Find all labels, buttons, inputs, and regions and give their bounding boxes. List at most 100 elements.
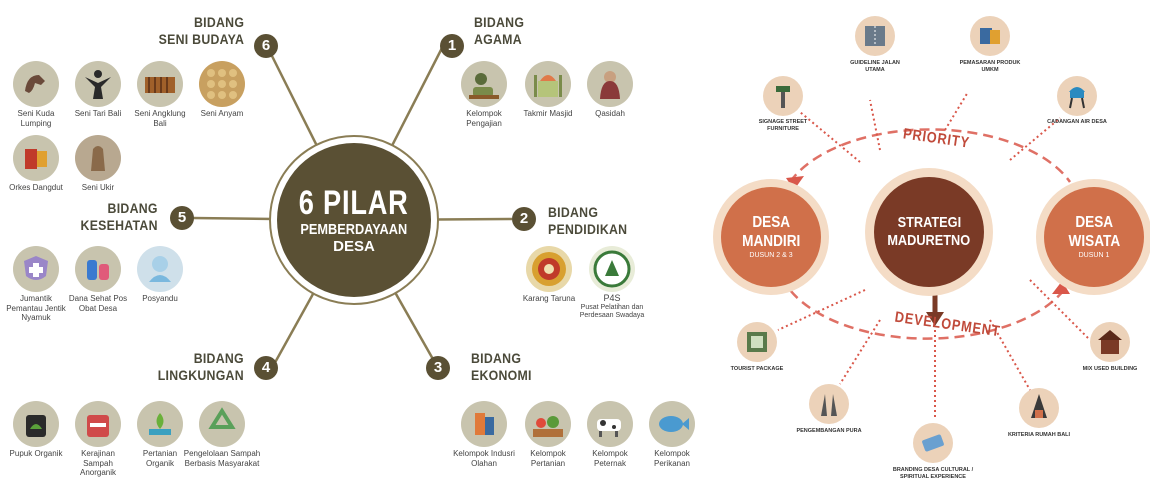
organic-farm-icon xyxy=(137,401,183,447)
item-posyandu: Posyandu xyxy=(142,294,178,303)
shield-icon xyxy=(13,246,59,292)
item-p4s: P4S xyxy=(603,293,621,303)
node-mix-used: MIX USED BUILDING xyxy=(1082,366,1138,372)
mandiri-sub: DUSUN 2 & 3 xyxy=(749,252,793,259)
water-tower-icon xyxy=(1057,76,1097,116)
item-orkes-dangdut: Orkes Dangdut xyxy=(9,183,63,192)
strategy-subtitle: MADURETNO xyxy=(887,232,971,249)
pillars-hub: 6 PILAR PEMBERDAYAAN DESA xyxy=(277,143,431,297)
node-cadangan-air: CADANGAN AIR DESA xyxy=(1047,119,1107,125)
hub-subtitle: PEMBERDAYAAN xyxy=(300,221,408,238)
item-p4s-desc: Pusat Pelatihan dan Perdesaan Swadaya xyxy=(579,304,645,319)
shop-icon xyxy=(970,16,1010,56)
item-kelompok-pengajian: Kelompok Pengajian xyxy=(466,109,502,128)
priority-arrowhead xyxy=(786,176,804,190)
node-pengembangan-pura: PENGEMBANGAN PURA xyxy=(796,428,862,434)
priority-arc xyxy=(788,128,1072,183)
node-guideline-jalan: GUIDELINE JALAN UTAMA xyxy=(850,60,900,73)
anyam-icon xyxy=(199,61,245,107)
node-kriteria-rumah: KRITERIA RUMAH BALI xyxy=(1007,432,1071,438)
cow-icon xyxy=(587,401,633,447)
dancer-icon xyxy=(75,61,121,107)
item-pupuk-organik: Pupuk Organik xyxy=(9,449,63,458)
item-seni-angklung: Seni Angklung Bali xyxy=(134,109,186,128)
item-kelompok-perikanan: Kelompok Perikanan xyxy=(653,449,691,468)
item-pengelolaan-sampah: Pengelolaan Sampah Berbasis Masyarakat xyxy=(183,449,261,468)
item-seni-tari-bali: Seni Tari Bali xyxy=(74,109,122,118)
wisata-disc xyxy=(1044,187,1144,287)
fish-icon xyxy=(649,401,695,447)
pura-icon xyxy=(809,384,849,424)
bali-house-icon xyxy=(1019,388,1059,428)
hub-subtitle-2: DESA xyxy=(333,238,375,255)
baby-icon xyxy=(137,246,183,292)
wisata-title-1: DESA xyxy=(1075,214,1113,231)
strategy-center: STRATEGI MADURETNO xyxy=(874,177,984,287)
medicine-icon xyxy=(75,246,121,292)
desa-mandiri-hub: DESA MANDIRI DUSUN 2 & 3 xyxy=(721,187,821,287)
pillar-5-number: 5 xyxy=(170,206,194,230)
building-icon xyxy=(1090,322,1130,362)
node-branding-desa: BRANDING DESA CULTURAL / SPIRITUAL EXPER… xyxy=(892,467,974,480)
desa-wisata-hub: DESA WISATA DUSUN 1 xyxy=(1044,187,1144,287)
carving-icon xyxy=(75,135,121,181)
development-arc xyxy=(789,289,1065,340)
pengajian-icon xyxy=(461,61,507,107)
karang-taruna-icon xyxy=(526,246,572,292)
recycle-icon xyxy=(199,401,245,447)
item-jumantik: Jumantik Pemantau Jentik Nyamuk xyxy=(6,294,66,322)
item-seni-ukir: Seni Ukir xyxy=(81,183,115,192)
mosque-icon xyxy=(525,61,571,107)
item-takmir-masjid: Takmir Masjid xyxy=(523,109,573,118)
item-kelompok-peternak: Kelompok Peternak xyxy=(592,449,628,468)
item-pertanian-organik: Pertanian Organik xyxy=(142,449,178,468)
item-seni-anyam: Seni Anyam xyxy=(200,109,244,118)
angklung-icon xyxy=(137,61,183,107)
item-kerajinan-sampah: Kerajinan Sampah Anorganik xyxy=(79,449,117,477)
qasidah-icon xyxy=(587,61,633,107)
item-qasidah: Qasidah xyxy=(595,109,625,118)
item-seni-kuda-lumping: Seni Kuda Lumping xyxy=(17,109,55,128)
node-pemasaran-umkm: PEMASARAN PRODUK UMKM xyxy=(959,60,1021,73)
kuda-lumping-icon xyxy=(13,61,59,107)
item-dana-sehat: Dana Sehat Pos Obat Desa xyxy=(68,294,128,313)
item-karang-taruna: Karang Taruna xyxy=(522,294,576,303)
node-signage: SIGNAGE STREET FURNITURE xyxy=(758,119,808,132)
industry-icon xyxy=(461,401,507,447)
farming-icon xyxy=(525,401,571,447)
plastic-icon xyxy=(75,401,121,447)
pillar-4-number: 4 xyxy=(254,356,278,380)
mandiri-title-2: MANDIRI xyxy=(741,233,801,250)
development-arrowhead xyxy=(1052,281,1070,294)
node-tourist-package: TOURIST PACKAGE xyxy=(730,366,784,372)
wisata-sub: DUSUN 1 xyxy=(1078,252,1110,259)
signage-icon xyxy=(763,76,803,116)
brand-tag-icon xyxy=(913,423,953,463)
p4s-icon xyxy=(589,246,635,292)
wisata-title-2: WISATA xyxy=(1068,233,1120,250)
strategy-disc xyxy=(874,177,984,287)
mandiri-disc xyxy=(721,187,821,287)
pillar-3-number: 3 xyxy=(426,356,450,380)
pillar-2-number: 2 xyxy=(512,207,536,231)
item-kelompok-pertanian: Kelompok Pertanian xyxy=(530,449,566,468)
hub-title: 6 PILAR xyxy=(299,184,409,222)
item-kelompok-industri: Kelompok Indusri Olahan xyxy=(453,449,515,468)
pillar-1-number: 1 xyxy=(440,34,464,58)
strategy-title: STRATEGI xyxy=(897,214,961,231)
map-icon xyxy=(737,322,777,362)
compost-icon xyxy=(13,401,59,447)
road-icon xyxy=(855,16,895,56)
hub-disc xyxy=(277,143,431,297)
drum-icon xyxy=(13,135,59,181)
mandiri-title-1: DESA xyxy=(752,214,790,231)
pillar-6-number: 6 xyxy=(254,34,278,58)
